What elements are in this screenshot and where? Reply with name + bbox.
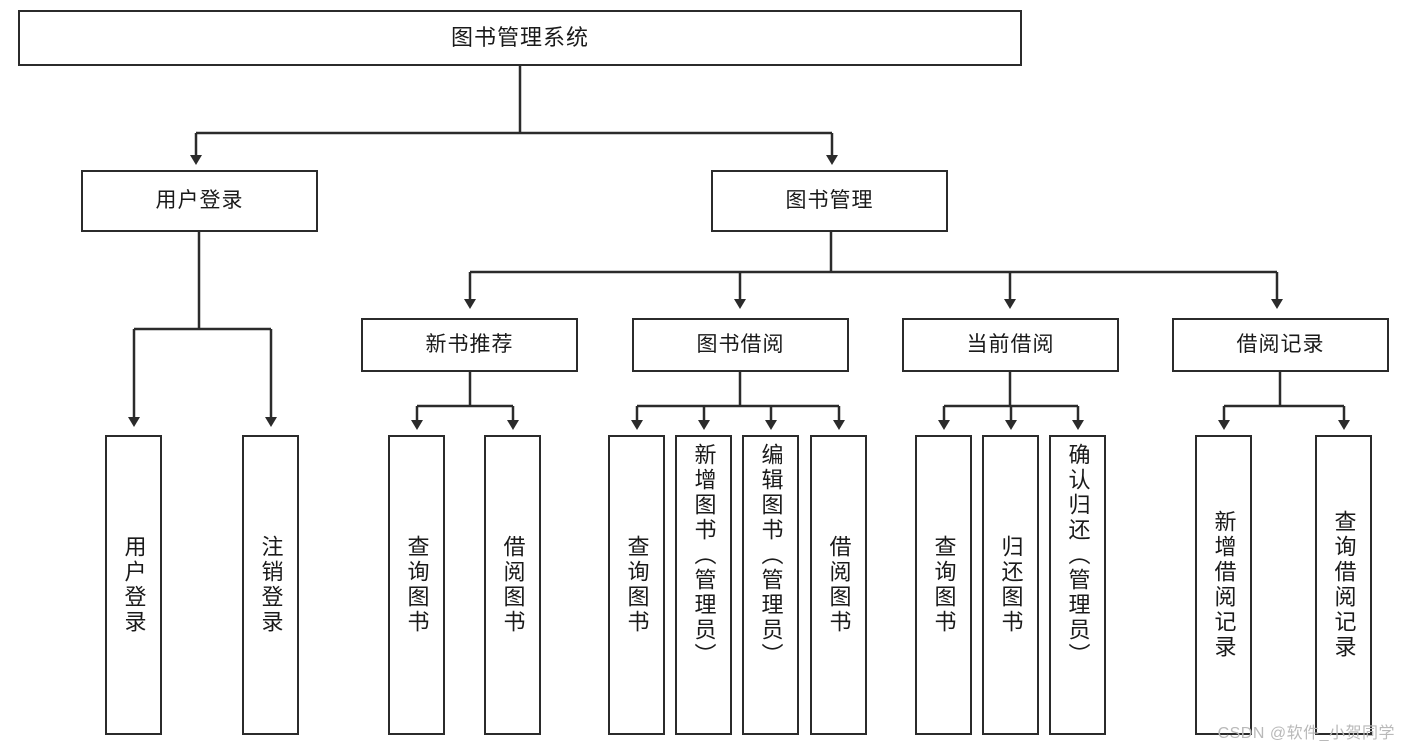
- node-leaf-borrow-book[interactable]: 借阅图书: [810, 435, 867, 735]
- node-label: 查询图书: [931, 535, 957, 635]
- node-label: 图书管理: [785, 188, 874, 212]
- edges-root-to-level2: [190, 66, 838, 165]
- node-root-library-management-system[interactable]: 图书管理系统: [18, 10, 1022, 66]
- node-label: 注销登录: [258, 535, 284, 635]
- node-leaf-add-borrow-record[interactable]: 新增借阅记录: [1195, 435, 1252, 735]
- node-leaf-query-book-current[interactable]: 查询图书: [915, 435, 972, 735]
- node-label: 新书推荐: [425, 332, 514, 356]
- node-level3-current-borrowing[interactable]: 当前借阅: [902, 318, 1119, 372]
- node-label: 用户登录: [155, 188, 244, 212]
- node-level3-book-borrowing[interactable]: 图书借阅: [632, 318, 849, 372]
- node-label: 新增借阅记录: [1211, 510, 1237, 660]
- node-label: 当前借阅: [966, 332, 1055, 356]
- node-leaf-add-book-admin[interactable]: 新增图书（管理员）: [675, 435, 732, 735]
- node-level2-book-management[interactable]: 图书管理: [711, 170, 948, 232]
- node-leaf-logout[interactable]: 注销登录: [242, 435, 299, 735]
- node-label: 确认归还（管理员）: [1065, 443, 1091, 668]
- node-label: 编辑图书（管理员）: [758, 443, 784, 668]
- node-leaf-confirm-return-admin[interactable]: 确认归还（管理员）: [1049, 435, 1106, 735]
- node-label: 查询图书: [404, 535, 430, 635]
- edges-currentborrow-to-leaves: [938, 372, 1084, 430]
- node-label: 借阅记录: [1236, 332, 1325, 356]
- edges-bookmgmt-to-level3: [464, 232, 1283, 309]
- node-label: 借阅图书: [826, 535, 852, 635]
- node-leaf-query-book-newbook[interactable]: 查询图书: [388, 435, 445, 735]
- node-leaf-edit-book-admin[interactable]: 编辑图书（管理员）: [742, 435, 799, 735]
- edges-newbook-to-leaves: [411, 372, 519, 430]
- node-label: 用户登录: [121, 535, 147, 635]
- edges-borrowrecord-to-leaves: [1218, 372, 1350, 430]
- node-label: 新增图书（管理员）: [691, 443, 717, 668]
- edges-bookborrow-to-leaves: [631, 372, 845, 430]
- node-leaf-user-login[interactable]: 用户登录: [105, 435, 162, 735]
- node-label: 查询借阅记录: [1331, 510, 1357, 660]
- node-leaf-borrow-book-newbook[interactable]: 借阅图书: [484, 435, 541, 735]
- node-leaf-query-borrow-record[interactable]: 查询借阅记录: [1315, 435, 1372, 735]
- node-label: 图书管理系统: [450, 25, 589, 51]
- node-leaf-query-book-borrow[interactable]: 查询图书: [608, 435, 665, 735]
- node-label: 查询图书: [624, 535, 650, 635]
- node-label: 归还图书: [998, 535, 1024, 635]
- node-level3-new-book-recommendation[interactable]: 新书推荐: [361, 318, 578, 372]
- node-label: 借阅图书: [500, 535, 526, 635]
- node-label: 图书借阅: [696, 332, 785, 356]
- node-level2-user-login[interactable]: 用户登录: [81, 170, 318, 232]
- edges-userlogin-to-leaves: [128, 232, 277, 427]
- node-leaf-return-book[interactable]: 归还图书: [982, 435, 1039, 735]
- node-level3-borrowing-records[interactable]: 借阅记录: [1172, 318, 1389, 372]
